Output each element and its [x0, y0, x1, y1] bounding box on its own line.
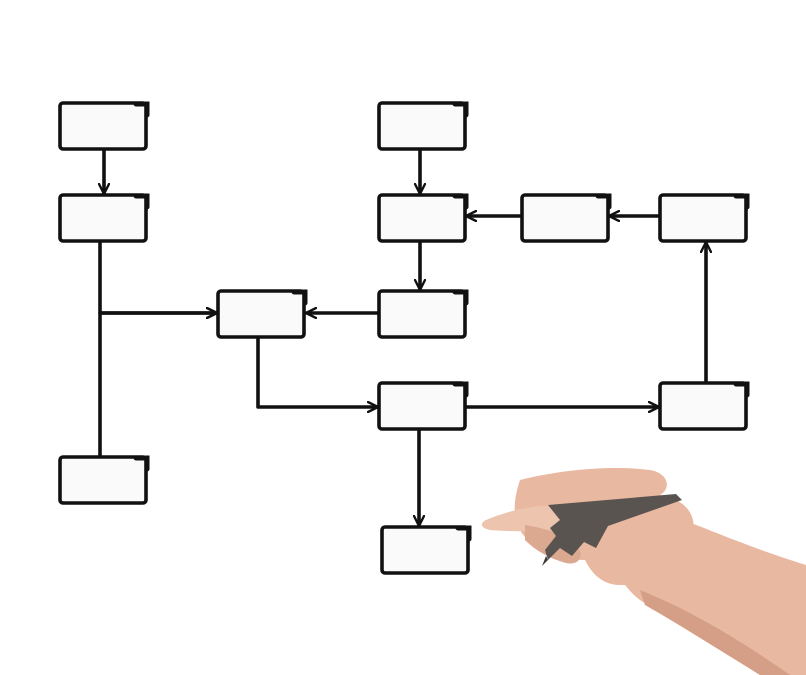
node-box — [58, 193, 148, 243]
node-box — [58, 455, 148, 505]
flowchart-node-n11 — [658, 381, 750, 431]
node-box-ink-accent — [133, 455, 150, 472]
pen-icon — [545, 494, 682, 560]
flowchart-node-n3 — [58, 455, 150, 505]
flowchart-node-n5 — [377, 101, 469, 151]
edges-layer — [98, 147, 706, 525]
flowchart-node-n2 — [58, 193, 150, 243]
node-box — [658, 193, 748, 243]
node-box — [380, 525, 470, 575]
node-box-ink-accent — [733, 193, 750, 210]
node-box — [377, 381, 467, 431]
edge-arrow-n4-to-n10 — [256, 335, 377, 407]
node-box-ink-accent — [733, 381, 750, 398]
node-box-ink-accent — [133, 101, 150, 118]
node-box-ink-accent — [133, 193, 150, 210]
flowchart-node-n1 — [58, 101, 150, 151]
node-box — [58, 101, 148, 151]
flowchart-node-n4 — [216, 289, 308, 339]
index-finger-shape — [481, 505, 574, 532]
edge-arrow-n3-to-n4 — [98, 313, 216, 459]
node-box — [520, 193, 610, 243]
forearm-shadow — [640, 590, 790, 675]
nodes-layer — [58, 101, 750, 575]
node-box — [658, 381, 748, 431]
node-box — [377, 101, 467, 151]
node-box-ink-accent — [452, 289, 469, 306]
hand-illustration — [481, 468, 806, 675]
flowchart-node-n10 — [377, 381, 469, 431]
node-box — [377, 193, 467, 243]
flowchart-node-n12 — [380, 525, 472, 575]
flowchart-node-n6 — [377, 289, 469, 339]
node-box-ink-accent — [455, 525, 472, 542]
node-box-ink-accent — [452, 101, 469, 118]
flowchart-node-n9 — [658, 193, 750, 243]
node-box-ink-accent — [595, 193, 612, 210]
node-box — [216, 289, 306, 339]
node-box — [377, 289, 467, 339]
pen-tip-icon — [542, 556, 548, 566]
flowchart-node-n7 — [377, 193, 469, 243]
flowchart-node-n8 — [520, 193, 612, 243]
edge-arrow-n2-to-n4 — [98, 239, 216, 313]
node-box-ink-accent — [291, 289, 308, 306]
node-box-ink-accent — [452, 193, 469, 210]
node-box-ink-accent — [452, 381, 469, 398]
